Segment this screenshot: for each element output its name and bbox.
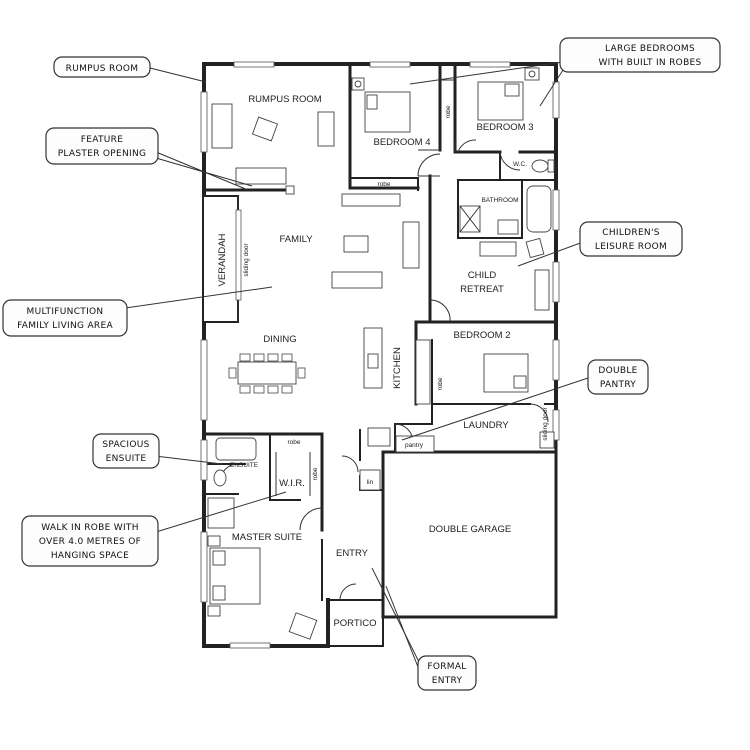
room-label-bedroom3: BEDROOM 3: [476, 122, 533, 133]
robe-label-wir-side: robe: [312, 467, 319, 480]
callout-formal-entry: FORMAL ENTRY: [417, 655, 477, 691]
room-label-garage: DOUBLE GARAGE: [429, 524, 511, 535]
svg-text:ENTRY: ENTRY: [432, 676, 463, 686]
robe-label-b3: robe: [445, 105, 452, 118]
room-labels: RUMPUS ROOM BEDROOM 4 BEDROOM 3 W.C. BAT…: [217, 94, 549, 629]
callout-walk-in-robe: WALK IN ROBE WITH OVER 4.0 METRES OF HAN…: [21, 515, 159, 567]
pantry-label: pantry: [405, 442, 424, 449]
svg-text:FEATURE: FEATURE: [81, 135, 123, 145]
room-label-bedroom4: BEDROOM 4: [373, 137, 430, 148]
room-label-portico: PORTICO: [333, 618, 376, 629]
svg-text:RUMPUS ROOM: RUMPUS ROOM: [66, 64, 139, 74]
robe-label-b2: robe: [437, 377, 444, 390]
svg-text:CHILDREN'S: CHILDREN'S: [602, 228, 660, 238]
sliding-door-label-family: sliding door: [243, 243, 250, 277]
room-label-master: MASTER SUITE: [232, 532, 302, 543]
svg-text:OVER 4.0 METRES OF: OVER 4.0 METRES OF: [39, 537, 141, 547]
room-label-retreat: RETREAT: [460, 284, 504, 295]
callout-large-bedrooms: LARGE BEDROOMS WITH BUILT IN ROBES: [559, 37, 721, 73]
svg-text:PLASTER OPENING: PLASTER OPENING: [58, 149, 147, 159]
room-label-bathroom: BATHROOM: [481, 197, 518, 204]
svg-text:PANTRY: PANTRY: [600, 380, 636, 390]
room-label-wir: W.I.R.: [279, 478, 305, 489]
callout-multifunction: MULTIFUNCTION FAMILY LIVING AREA: [2, 299, 128, 337]
robe-label-wir: robe: [287, 439, 300, 446]
svg-text:LEISURE ROOM: LEISURE ROOM: [595, 242, 667, 252]
svg-text:LARGE BEDROOMS: LARGE BEDROOMS: [605, 44, 695, 54]
svg-text:WITH BUILT IN ROBES: WITH BUILT IN ROBES: [598, 58, 701, 68]
room-label-verandah: VERANDAH: [217, 233, 228, 286]
svg-text:HANGING SPACE: HANGING SPACE: [51, 551, 129, 561]
svg-text:DOUBLE: DOUBLE: [598, 366, 637, 376]
lin-label: lin: [367, 479, 374, 486]
room-label-family: FAMILY: [279, 234, 313, 245]
room-label-dining: DINING: [263, 334, 296, 345]
svg-text:ENSUITE: ENSUITE: [106, 454, 147, 464]
sliding-door-label-laundry: sliding door: [542, 407, 549, 441]
callout-ensuite: SPACIOUS ENSUITE: [92, 433, 160, 469]
room-label-wc: W.C.: [513, 161, 527, 168]
furniture: [207, 67, 555, 640]
verandah: [202, 195, 239, 323]
room-label-kitchen: KITCHEN: [392, 347, 403, 389]
callout-feature-plaster: FEATURE PLASTER OPENING: [45, 127, 159, 165]
callout-childrens-leisure: CHILDREN'S LEISURE ROOM: [579, 221, 683, 257]
room-label-entry: ENTRY: [336, 548, 369, 559]
room-label-rumpus: RUMPUS ROOM: [248, 94, 321, 105]
exterior-walls: [202, 62, 558, 648]
robe-label-b4: robe: [377, 181, 390, 188]
room-label-bedroom2: BEDROOM 2: [453, 330, 510, 341]
svg-text:SPACIOUS: SPACIOUS: [102, 440, 149, 450]
room-label-ensuite: ENSUITE: [230, 462, 259, 469]
room-label-laundry: LAUNDRY: [463, 420, 509, 431]
callout-double-pantry: DOUBLE PANTRY: [587, 359, 649, 395]
svg-text:FORMAL: FORMAL: [427, 662, 466, 672]
callout-rumpus: RUMPUS ROOM: [53, 56, 151, 78]
svg-text:MULTIFUNCTION: MULTIFUNCTION: [27, 307, 104, 317]
svg-text:FAMILY LIVING AREA: FAMILY LIVING AREA: [17, 321, 113, 331]
room-label-child: CHILD: [468, 270, 497, 281]
svg-text:WALK IN ROBE WITH: WALK IN ROBE WITH: [41, 523, 139, 533]
windows: [200, 61, 560, 649]
leader-lines: [124, 61, 589, 673]
